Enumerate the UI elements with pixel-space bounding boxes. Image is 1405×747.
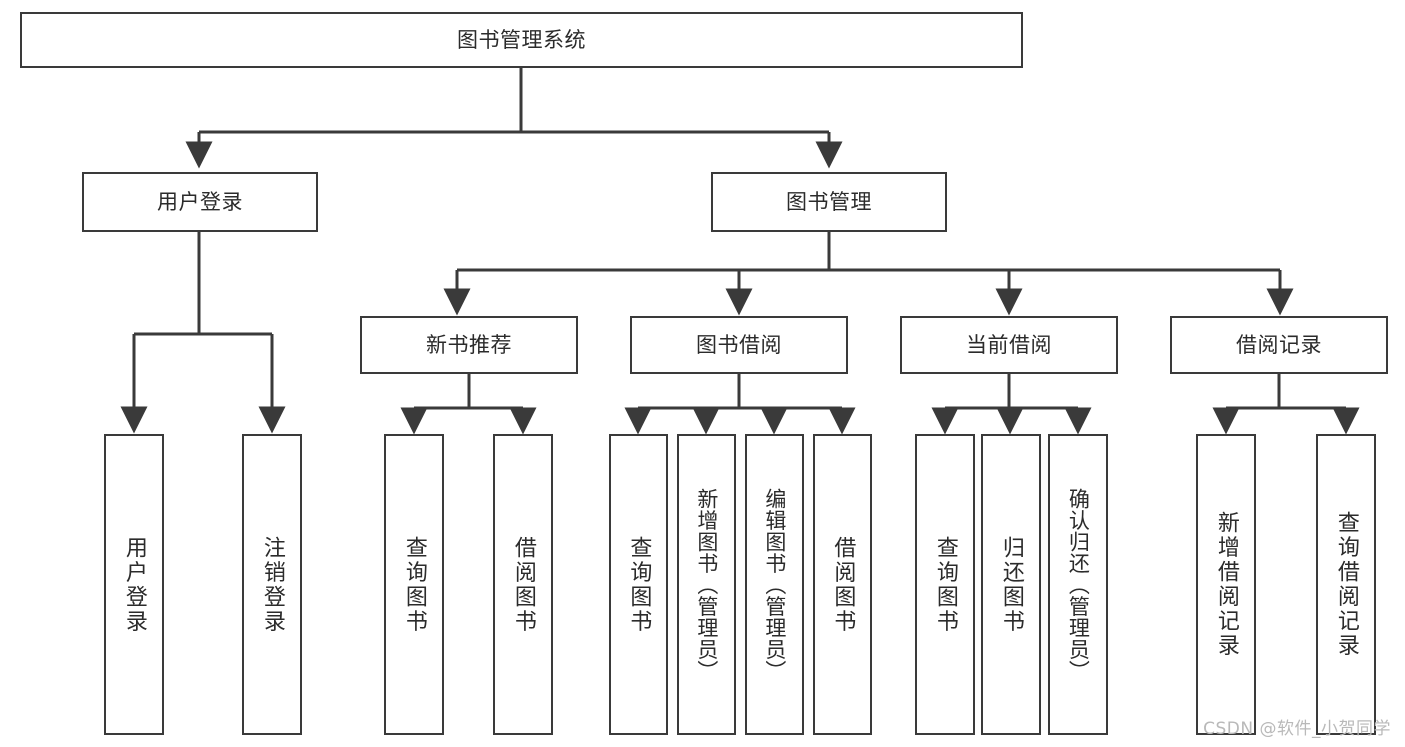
- node-label: 确认归还（管理员）: [1066, 487, 1091, 682]
- csdn-watermark: CSDN @软件_小贺同学: [1203, 719, 1391, 739]
- leaf-borrow-edit-book-admin[interactable]: 编辑图书（管理员）: [745, 434, 804, 735]
- leaf-borrow-borrow-book[interactable]: 借阅图书: [813, 434, 872, 735]
- leaf-user-login-login[interactable]: 用户登录: [104, 434, 164, 735]
- node-label: 借阅记录: [1236, 332, 1322, 357]
- node-label: 新书推荐: [426, 332, 512, 357]
- node-label: 查询图书: [401, 535, 427, 634]
- node-borrow-record[interactable]: 借阅记录: [1170, 316, 1388, 374]
- leaf-current-confirm-return-admin[interactable]: 确认归还（管理员）: [1048, 434, 1108, 735]
- node-label: 查询图书: [932, 535, 958, 634]
- node-label: 用户登录: [157, 189, 243, 214]
- leaf-record-query-record[interactable]: 查询借阅记录: [1316, 434, 1376, 735]
- node-label: 编辑图书（管理员）: [762, 487, 787, 682]
- node-new-book-recommend[interactable]: 新书推荐: [360, 316, 578, 374]
- node-label: 新增借阅记录: [1213, 511, 1239, 658]
- leaf-recommend-borrow-book[interactable]: 借阅图书: [493, 434, 553, 735]
- node-label: 查询图书: [626, 535, 652, 634]
- node-label: 图书借阅: [696, 332, 782, 357]
- node-book-borrow[interactable]: 图书借阅: [630, 316, 848, 374]
- node-label: 借阅图书: [830, 535, 856, 634]
- node-label: 注销登录: [259, 535, 285, 634]
- leaf-borrow-query-book[interactable]: 查询图书: [609, 434, 668, 735]
- node-label: 新增图书（管理员）: [694, 487, 719, 682]
- node-label: 当前借阅: [966, 332, 1052, 357]
- node-root-book-management-system[interactable]: 图书管理系统: [20, 12, 1023, 68]
- leaf-recommend-query-book[interactable]: 查询图书: [384, 434, 444, 735]
- node-label: 归还图书: [998, 535, 1024, 634]
- node-label: 用户登录: [121, 535, 147, 634]
- leaf-current-return-book[interactable]: 归还图书: [981, 434, 1041, 735]
- node-user-login[interactable]: 用户登录: [82, 172, 318, 232]
- node-label: 借阅图书: [510, 535, 536, 634]
- node-label: 图书管理: [786, 189, 872, 214]
- leaf-current-query-book[interactable]: 查询图书: [915, 434, 975, 735]
- node-label: 查询借阅记录: [1333, 511, 1359, 658]
- node-current-borrow[interactable]: 当前借阅: [900, 316, 1118, 374]
- leaf-record-add-record[interactable]: 新增借阅记录: [1196, 434, 1256, 735]
- node-label: 图书管理系统: [457, 27, 586, 52]
- leaf-user-login-logout[interactable]: 注销登录: [242, 434, 302, 735]
- node-book-management[interactable]: 图书管理: [711, 172, 947, 232]
- leaf-borrow-add-book-admin[interactable]: 新增图书（管理员）: [677, 434, 736, 735]
